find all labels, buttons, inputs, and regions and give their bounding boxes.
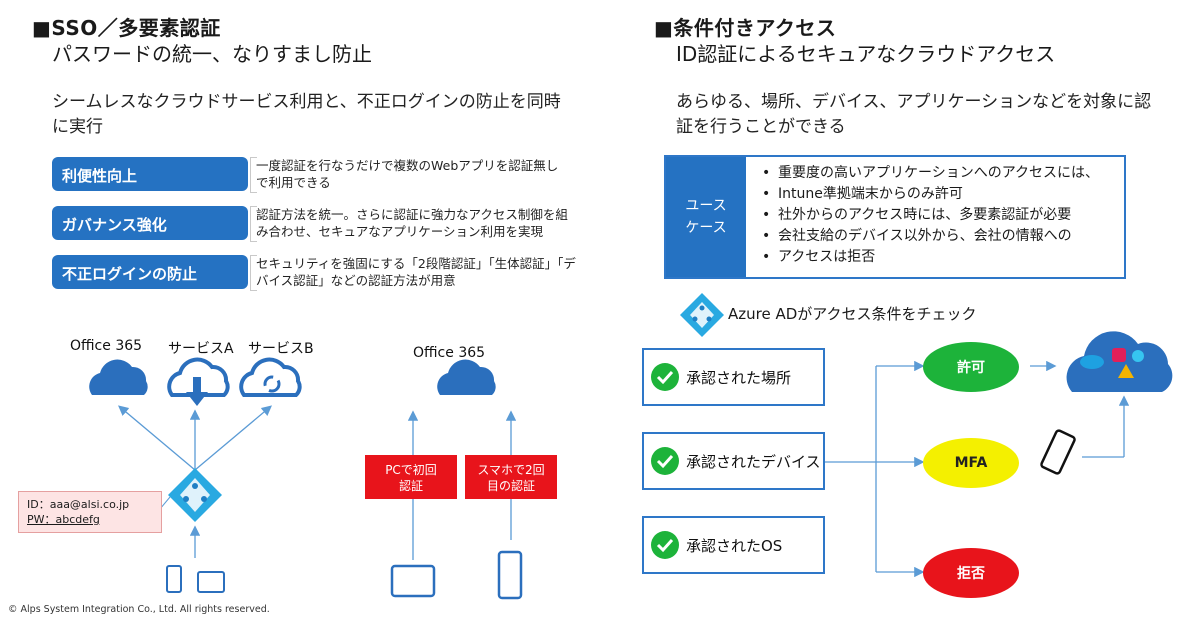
right-lead-line2: 証を行うことができる [676, 117, 846, 137]
sso-app-label-service-a: サービスA [168, 341, 234, 357]
usecase-header: ユース ケース [666, 157, 746, 277]
azure-ad-icon [680, 293, 724, 337]
pc-first-auth-line1: PCで初回 [385, 463, 437, 477]
tablet-icon [197, 571, 225, 593]
feature-pill-governance: ガバナンス強化 [52, 206, 248, 240]
usecase-item: 社外からのアクセス時には、多要素認証が必要 [760, 205, 1120, 226]
smartphone-icon [497, 550, 523, 600]
sso-app-label-service-b: サービスB [248, 341, 314, 357]
phone-second-auth-line1: スマホで2回 [477, 463, 545, 477]
check-circle-icon [651, 447, 679, 475]
cloud-apps-icon [1066, 331, 1173, 392]
usecase-item-continuation: アクセスは拒否 [760, 247, 1120, 268]
usecase-item: 会社支給のデバイス以外から、会社の情報への [760, 226, 1120, 247]
azure-ad-icon [168, 468, 222, 522]
usecase-item-continuation: Intune準拠端末からのみ許可 [760, 184, 1120, 205]
feature-desc-line1: 認証方法を統一。さらに認証に強力なアクセス制御を組 [256, 207, 568, 222]
pc-first-auth-line2: 認証 [398, 479, 423, 493]
condition-label: 承認された場所 [686, 369, 792, 387]
feature-desc-line1: 一度認証を行なうだけで複数のWebアプリを認証無し [256, 158, 559, 173]
feature-pill-fraud-prevention: 不正ログインの防止 [52, 255, 248, 289]
right-lead: あらゆる、場所、デバイス、アプリケーションなどを対象に認 証を行うことができる [676, 90, 1151, 140]
usecase-list: 重要度の高いアプリケーションへのアクセスには、 Intune準拠端末からのみ許可… [760, 163, 1120, 268]
conditional-access-graphics [680, 293, 1173, 578]
cloud-icon [89, 359, 148, 395]
feature-desc-fraud-prevention: セキュリティを強固にする「2段階認証」「生体認証」「デ バイス認証」などの認証方… [250, 255, 616, 291]
left-lead: シームレスなクラウドサービス利用と、不正ログインの防止を同時 に実行 [52, 90, 561, 140]
pc-first-auth-box: PCで初回 認証 [365, 455, 457, 499]
condition-approved-os: 承認されたOS [642, 516, 825, 574]
outcome-allow: 許可 [923, 342, 1019, 392]
tablet-icon [390, 564, 436, 598]
condition-label: 承認されたデバイス [686, 453, 821, 471]
credentials-id: ID：aaa@alsi.co.jp [27, 498, 130, 511]
right-lead-line1: あらゆる、場所、デバイス、アプリケーションなどを対象に認 [676, 92, 1152, 112]
left-heading: ■SSO／多要素認証 [32, 16, 221, 40]
right-subheading: ID認証によるセキュアなクラウドアクセス [676, 42, 1056, 66]
feature-desc-line2: で利用できる [256, 175, 331, 190]
mfa-app-label-office365: Office 365 [413, 345, 486, 361]
credentials-box: ID：aaa@alsi.co.jp PW：abcdefg [18, 491, 162, 533]
usecase-box: ユース ケース 重要度の高いアプリケーションへのアクセスには、 Intune準拠… [664, 155, 1126, 279]
sso-app-label-office365: Office 365 [70, 338, 143, 354]
feature-desc-line1: セキュリティを強固にする「2段階認証」「生体認証」「デ [256, 256, 576, 271]
feature-desc-line2: み合わせ、セキュアなアプリケーション利用を実現 [256, 224, 544, 239]
feature-desc-line2: バイス認証」などの認証方法が用意 [256, 273, 456, 288]
cloud-icon [437, 359, 496, 395]
copyright-footer: © Alps System Integration Co., Ltd. All … [8, 604, 270, 615]
left-lead-line2: に実行 [52, 117, 103, 137]
condition-approved-device: 承認されたデバイス [642, 432, 825, 490]
cloud-sync-icon [239, 357, 302, 397]
azure-check-label: Azure ADがアクセス条件をチェック [728, 305, 977, 323]
smartphone-icon [1040, 429, 1076, 475]
condition-label: 承認されたOS [686, 537, 783, 555]
outcome-deny: 拒否 [923, 548, 1019, 598]
check-circle-icon [651, 363, 679, 391]
condition-approved-location: 承認された場所 [642, 348, 825, 406]
credentials-pw: PW：abcdefg [27, 513, 100, 526]
phone-second-auth-box: スマホで2回 目の認証 [465, 455, 557, 499]
feature-pill-convenience: 利便性向上 [52, 157, 248, 191]
usecase-header-line1: ユース [685, 198, 727, 214]
outcome-mfa: MFA [923, 438, 1019, 488]
left-subheading: パスワードの統一、なりすまし防止 [52, 42, 372, 66]
usecase-header-line2: ケース [685, 220, 727, 236]
check-circle-icon [651, 531, 679, 559]
left-lead-line1: シームレスなクラウドサービス利用と、不正ログインの防止を同時 [52, 92, 561, 112]
sso-diagram-graphics [89, 357, 523, 600]
usecase-item: 重要度の高いアプリケーションへのアクセスには、 [760, 163, 1120, 184]
right-heading: ■条件付きアクセス [654, 16, 837, 40]
phone-second-auth-line2: 目の認証 [486, 479, 535, 493]
feature-desc-convenience: 一度認証を行なうだけで複数のWebアプリを認証無し で利用できる [250, 157, 616, 193]
smartphone-icon [166, 565, 182, 593]
cloud-download-icon [167, 357, 230, 406]
feature-desc-governance: 認証方法を統一。さらに認証に強力なアクセス制御を組 み合わせ、セキュアなアプリケ… [250, 206, 616, 242]
